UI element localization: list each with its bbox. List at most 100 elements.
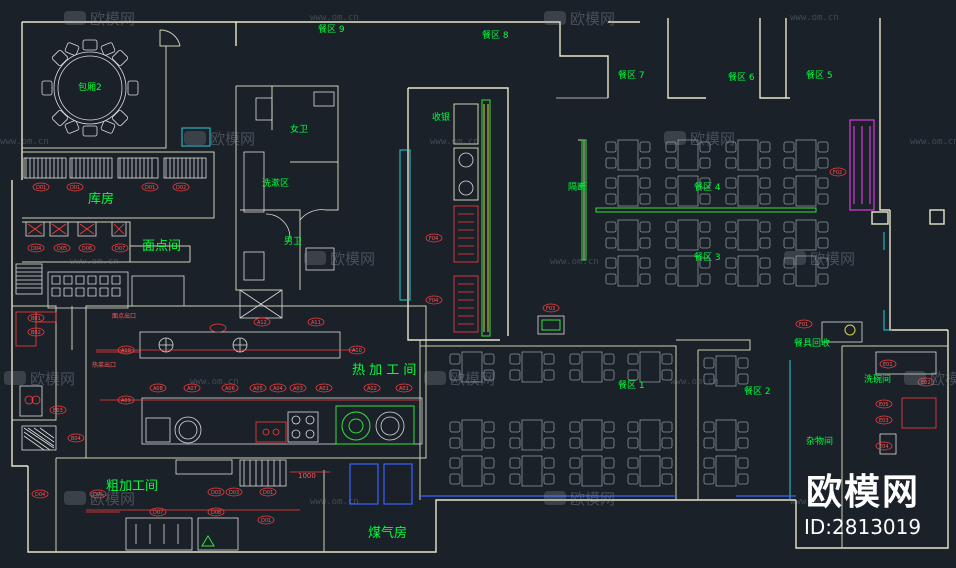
watermark-logo: 欧模网 xyxy=(810,250,855,268)
dining-table-set xyxy=(509,455,555,487)
rough-kitchen: D04 D05 D07 D08 D01 D03 D03 D01 粗加工间 100… xyxy=(31,457,426,552)
tag-a07: A07 xyxy=(187,386,197,392)
watermark-url: www.om.cn xyxy=(190,377,239,387)
tag-a12: A12 xyxy=(257,320,267,326)
tag-e02: E02 xyxy=(921,380,931,386)
dining-table-set xyxy=(783,175,829,207)
dining-table-set xyxy=(569,351,615,383)
watermark-logo: 欧模网 xyxy=(930,370,956,388)
tag-a09: A09 xyxy=(121,398,131,404)
tag-d07-p: D07 xyxy=(115,246,125,252)
watermark-logo-icon xyxy=(4,371,26,385)
label-dining-7: 餐区 7 xyxy=(618,69,645,81)
tag-e01: E01 xyxy=(883,362,893,368)
label-pastry-exit: 面点出口 xyxy=(112,312,136,320)
tag-f01: F01 xyxy=(799,322,808,328)
gas-room: 煤气房 xyxy=(349,463,413,541)
watermark-logo: 欧模网 xyxy=(210,130,255,148)
hot-kitchen-tags xyxy=(117,345,413,405)
tag-b02: B02 xyxy=(31,330,41,336)
label-gas-room: 煤气房 xyxy=(368,525,407,541)
dining-table-set xyxy=(509,419,555,451)
dining-table-set xyxy=(725,219,771,251)
label-dining-1: 餐区 1 xyxy=(618,379,645,391)
watermark-logo-icon xyxy=(64,491,86,505)
tag-e04: E04 xyxy=(879,444,889,450)
dining-tables-upper xyxy=(605,139,829,287)
round-table xyxy=(53,51,127,125)
watermark-url: www.om.cn xyxy=(70,257,119,267)
label-rough-kitchen: 粗加工间 xyxy=(106,479,158,494)
watermark-url: www.om.cn xyxy=(790,13,839,23)
tag-d06-p: D06 xyxy=(82,246,92,252)
dining-table-set xyxy=(725,175,771,207)
label-partition: 隔断 xyxy=(568,181,586,193)
tag-d03-r: D03 xyxy=(211,490,221,496)
hot-kitchen-counters xyxy=(141,397,423,445)
dining-table-set xyxy=(627,455,673,487)
dimension-label: 1000 xyxy=(298,472,316,480)
tag-a01: A01 xyxy=(319,386,329,392)
label-storage: 库房 xyxy=(88,191,114,207)
private-room: 包厢2 xyxy=(22,29,211,149)
tag-a02: A02 xyxy=(367,386,377,392)
tag-a01-b: A01 xyxy=(399,386,409,392)
tag-d02: D02 xyxy=(176,185,186,191)
storage-room: D01 D01 D01 D02 库房 xyxy=(22,151,215,219)
watermark-logo: 欧模网 xyxy=(90,490,135,508)
tag-d04-r: D04 xyxy=(35,492,45,498)
dining-table-set xyxy=(665,175,711,207)
dining-table-set xyxy=(665,139,711,171)
tag-a05: A05 xyxy=(253,386,263,392)
right-rooms: F02 F01 餐具回收 E01 E02 E05 E03 E04 洗碗间 杂物间 xyxy=(794,119,948,548)
watermark-url: www.om.cn xyxy=(430,137,479,147)
label-cashier: 收银 xyxy=(432,111,450,123)
tag-b03: B03 xyxy=(53,408,63,414)
dining-table-set xyxy=(725,139,771,171)
tag-d01-r: D01 xyxy=(261,518,271,524)
dining-table-set xyxy=(783,139,829,171)
tag-e03: E03 xyxy=(879,418,889,424)
tag-d03-r2: D03 xyxy=(229,490,239,496)
dining-table-set xyxy=(703,355,749,387)
dining-table-set xyxy=(605,255,651,287)
dining-table-set xyxy=(627,351,673,383)
tag-a10: A10 xyxy=(121,348,131,354)
watermark-logo: 欧模网 xyxy=(330,250,375,268)
tag-a10-b: A10 xyxy=(352,348,362,354)
tag-b04: B04 xyxy=(71,436,81,442)
dining-table-set xyxy=(605,175,651,207)
dining-table-set xyxy=(449,419,495,451)
dishwash-tags xyxy=(875,359,935,451)
watermark-logo: 欧模网 xyxy=(90,10,135,28)
tag-d08-r: D08 xyxy=(211,510,221,516)
tag-f02: F02 xyxy=(833,170,842,176)
watermark-logo: 欧模网 xyxy=(570,10,615,28)
dining-table-set xyxy=(605,219,651,251)
dining-tables-lower xyxy=(449,351,749,487)
watermark-logo-icon xyxy=(184,131,206,145)
tag-f04-b: F04 xyxy=(429,298,438,304)
dining-table-set xyxy=(783,255,829,287)
label-dining-9: 餐区 9 xyxy=(318,23,345,35)
rough-tags xyxy=(31,487,277,525)
tag-d01-c: D01 xyxy=(145,185,155,191)
chairs xyxy=(41,39,139,137)
watermark-url: www.om.cn xyxy=(910,137,956,147)
tag-a08: A08 xyxy=(153,386,163,392)
pastry-sinks xyxy=(25,221,127,237)
tag-d01-b: D01 xyxy=(70,185,80,191)
tag-d04-p: D04 xyxy=(31,246,41,252)
tag-d07-r: D07 xyxy=(153,510,163,516)
dining-table-set xyxy=(665,219,711,251)
tag-a04: A04 xyxy=(273,386,283,392)
label-dining-2: 餐区 2 xyxy=(744,385,771,397)
dining-table-set xyxy=(703,419,749,451)
dining-table-set xyxy=(605,139,651,171)
brand-logo-text: 欧模网 xyxy=(806,472,920,513)
dining-table-set xyxy=(509,351,555,383)
label-dining-4: 餐区 4 xyxy=(694,181,721,193)
watermark-url: www.om.cn xyxy=(310,13,359,23)
label-dishwash: 洗碗间 xyxy=(864,373,891,385)
dining-table-set xyxy=(665,255,711,287)
